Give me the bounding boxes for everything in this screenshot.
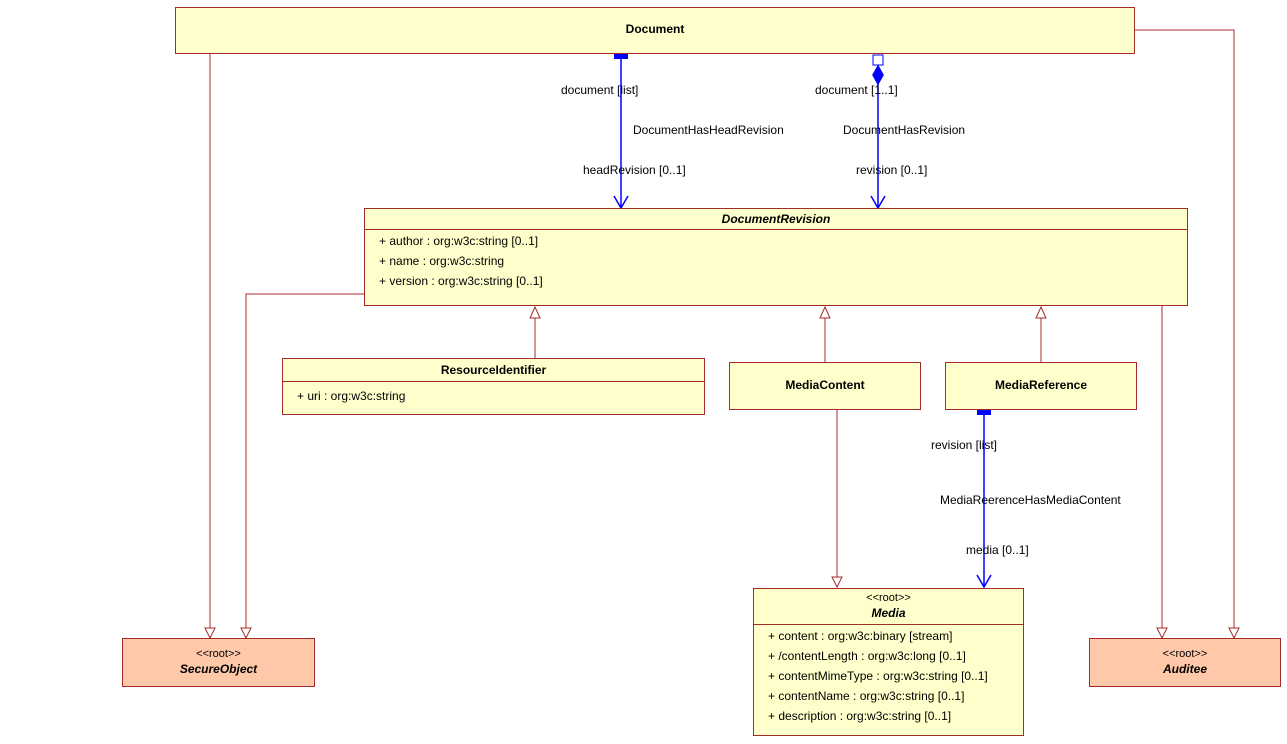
class-resource-identifier[interactable]: ResourceIdentifier + uri : org:w3c:strin… <box>282 358 705 415</box>
attribute-row: + contentMimeType : org:w3c:string [0..1… <box>768 669 988 683</box>
attribute-row: + version : org:w3c:string [0..1] <box>379 274 543 288</box>
arrowhead-media <box>831 576 843 589</box>
class-document-name: Document <box>625 22 685 36</box>
class-auditee[interactable]: <<root>> Auditee <box>1089 638 1281 687</box>
assoc-end-document-composite <box>872 54 884 66</box>
attribute-row: + uri : org:w3c:string <box>297 389 406 403</box>
class-document-revision-name: DocumentRevision <box>721 212 831 226</box>
role-head-revision: headRevision [0..1] <box>583 163 686 177</box>
class-secure-object-name: SecureObject <box>179 662 258 676</box>
attribute-row: + name : org:w3c:string <box>379 254 505 268</box>
role-media: media [0..1] <box>966 543 1029 557</box>
class-media-name: Media <box>871 606 906 620</box>
association-name-document-has-revision: DocumentHasRevision <box>843 123 966 137</box>
attribute-row: + /contentLength : org:w3c:long [0..1] <box>768 649 966 663</box>
class-auditee-stereotype: <<root>> <box>1162 648 1208 660</box>
arrowhead-auditee-1 <box>1228 627 1240 640</box>
association-name-media-reference-has-media-content: MediaReerenceHasMediaContent <box>940 493 1121 507</box>
edge-docrevision-secureobject <box>245 293 364 628</box>
arrowhead-generalization-1 <box>529 305 541 319</box>
assoc-end-mediareference-list <box>977 410 991 415</box>
class-document[interactable]: Document <box>175 7 1135 54</box>
role-document-list: document [list] <box>561 83 639 97</box>
class-document-revision-separator: + author : org:w3c:string [0..1] + name … <box>365 229 1187 291</box>
class-media-content-name: MediaContent <box>785 378 865 392</box>
attribute-row: + author : org:w3c:string [0..1] <box>379 234 539 248</box>
class-auditee-name: Auditee <box>1162 662 1207 676</box>
attribute-row: + description : org:w3c:string [0..1] <box>768 709 952 723</box>
association-name-document-has-head-revision: DocumentHasHeadRevision <box>633 123 784 137</box>
edge-document-auditee <box>1134 29 1235 628</box>
attribute-row: + content : org:w3c:binary [stream] <box>768 629 953 643</box>
class-document-revision[interactable]: DocumentRevision + author : org:w3c:stri… <box>364 208 1188 306</box>
role-revision: revision [0..1] <box>856 163 928 177</box>
arrowhead-media-assoc <box>976 574 992 589</box>
class-media-stereotype: <<root>> <box>866 592 911 604</box>
role-revision-list: revision [list] <box>931 438 998 452</box>
class-resource-identifier-name: ResourceIdentifier <box>440 363 547 377</box>
arrowhead-generalization-2 <box>819 305 831 319</box>
role-document-composite: document [1..1] <box>815 83 898 97</box>
arrowhead-auditee-2 <box>1156 627 1168 640</box>
class-media-separator: + content : org:w3c:binary [stream] + /c… <box>754 624 1023 726</box>
arrowhead-generalization-3 <box>1035 305 1047 319</box>
class-secure-object-stereotype: <<root>> <box>196 648 241 660</box>
attribute-row: + contentName : org:w3c:string [0..1] <box>768 689 965 703</box>
arrowhead-secureobject-2 <box>240 627 252 640</box>
class-resource-identifier-separator: + uri : org:w3c:string <box>283 381 704 406</box>
arrowhead-secureobject-1 <box>204 627 216 640</box>
class-media[interactable]: <<root>> Media + content : org:w3c:binar… <box>753 588 1024 736</box>
class-media-content[interactable]: MediaContent <box>729 362 921 410</box>
class-media-reference-name: MediaReference <box>994 378 1088 392</box>
class-media-reference[interactable]: MediaReference <box>945 362 1137 410</box>
composition-diamond <box>872 64 884 86</box>
class-secure-object[interactable]: <<root>> SecureObject <box>122 638 315 687</box>
assoc-end-document-list <box>614 54 628 59</box>
